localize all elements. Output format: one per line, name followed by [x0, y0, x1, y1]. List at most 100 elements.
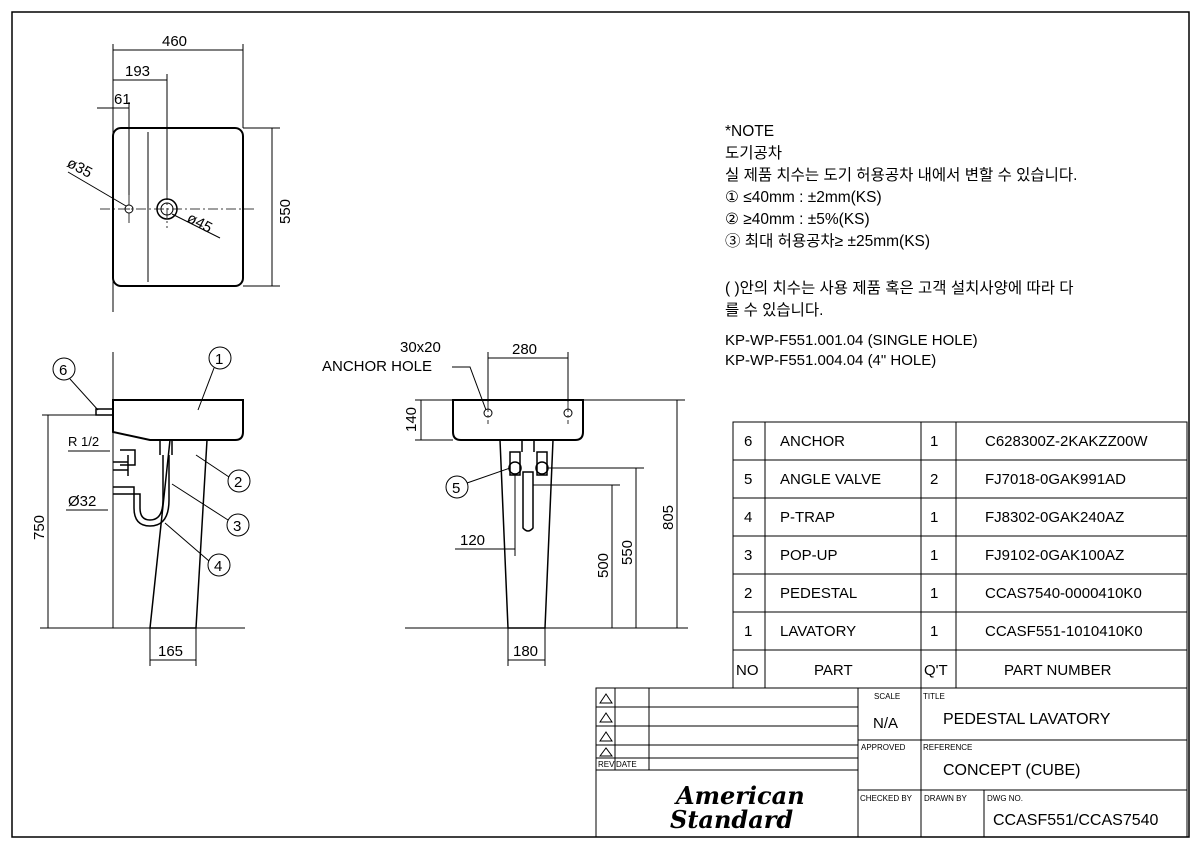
dwg-label: DWG NO. [987, 794, 1023, 803]
table-header-row: NO PART Q'T PART NUMBER [736, 662, 1112, 679]
dim-120-label: 120 [460, 532, 485, 549]
top-view: 460 193 61 ø35 ø45 550 [64, 33, 294, 312]
row-pn: FJ9102-0GAK100AZ [985, 547, 1124, 564]
row-part: P-TRAP [780, 509, 835, 526]
header-qty: Q'T [924, 662, 948, 679]
note-line-2: ① ≤40mm : ±2mm(KS) [725, 189, 882, 206]
balloon-3: 3 [171, 483, 250, 537]
checked-label: CHECKED BY [860, 794, 913, 803]
reference-label: REFERENCE [923, 743, 972, 752]
header-part: PART [814, 662, 853, 679]
row-pn: CCAS7540-0000410K0 [985, 585, 1142, 602]
side-basin-outline [112, 399, 244, 441]
row-no: 4 [744, 509, 752, 526]
rev-label: REV [598, 760, 615, 769]
front-anchor-leader [452, 366, 487, 411]
note-line-1: 실 제품 치수는 도기 허용공차 내에서 변할 수 있습니다. [725, 166, 1077, 184]
drain-hole-outer [156, 198, 178, 220]
row-qty: 1 [930, 585, 938, 602]
header-no: NO [736, 662, 759, 679]
title-value: PEDESTAL LAVATORY [943, 711, 1111, 728]
balloon-3-label: 3 [233, 518, 241, 535]
row-part: PEDESTAL [780, 585, 857, 602]
side-view: 750 R 1/2 Ø32 165 6 1 2 3 [31, 346, 251, 666]
front-angle-valves [509, 451, 548, 476]
row-no: 2 [744, 585, 752, 602]
dim-r12-label: R 1/2 [68, 434, 99, 449]
note-subheading: 도기공차 [725, 144, 782, 162]
dim-d35-label: ø35 [64, 155, 95, 182]
balloon-1: 1 [197, 346, 232, 411]
logo-line-1: American [674, 781, 805, 810]
row-part: LAVATORY [780, 623, 856, 640]
row-part: ANCHOR [780, 433, 845, 450]
balloon-4: 4 [164, 522, 231, 577]
balloon-5-label: 5 [452, 480, 460, 497]
front-basin-outline [452, 399, 584, 441]
row-part: ANGLE VALVE [780, 471, 881, 488]
front-ptrap [521, 440, 535, 532]
dwg-value: CCASF551/CCAS7540 [993, 812, 1159, 829]
table-row: 4 P-TRAP 1 FJ8302-0GAK240AZ [744, 509, 1124, 526]
side-popup-pipe [159, 440, 173, 500]
rev-triangle-icon [599, 747, 613, 757]
dim-805-label: 805 [660, 505, 677, 530]
dim-280-label: 280 [512, 341, 537, 358]
table-row: 5 ANGLE VALVE 2 FJ7018-0GAK991AD [744, 471, 1126, 488]
anchor-hole-circle [124, 204, 134, 214]
note-paren-line-2: 를 수 있습니다. [725, 301, 823, 319]
dim-d32-label: Ø32 [68, 493, 96, 510]
rev-triangle-icon [599, 731, 613, 742]
dim-750-label: 750 [31, 515, 48, 540]
balloon-6-label: 6 [59, 362, 67, 379]
table-row: 2 PEDESTAL 1 CCAS7540-0000410K0 [744, 585, 1142, 602]
side-anchor-bolt [95, 408, 114, 416]
row-qty: 1 [930, 433, 938, 450]
front-anchor-label: ANCHOR HOLE [322, 358, 432, 375]
row-qty: 1 [930, 623, 938, 640]
note-code-1: KP-WP-F551.001.04 (SINGLE HOLE) [725, 332, 978, 349]
note-line-4: ③ 최대 허용공차≥ ±25mm(KS) [725, 232, 930, 250]
row-no: 3 [744, 547, 752, 564]
rev-triangle-icon [599, 712, 613, 723]
rev-triangle-icon [599, 693, 613, 704]
row-pn: CCASF551-1010410K0 [985, 623, 1143, 640]
balloon-1-label: 1 [215, 351, 223, 368]
scale-value: N/A [873, 715, 898, 732]
title-label: TITLE [923, 692, 945, 701]
dim-550-label: 550 [277, 199, 294, 224]
drawn-label: DRAWN BY [924, 794, 967, 803]
header-part-number: PART NUMBER [1004, 662, 1112, 679]
american-standard-logo: American Standard [670, 781, 805, 834]
table-row: 3 POP-UP 1 FJ9102-0GAK100AZ [744, 547, 1124, 564]
note-line-3: ② ≥40mm : ±5%(KS) [725, 211, 870, 228]
date-label: DATE [616, 760, 637, 769]
balloon-4-label: 4 [214, 558, 222, 575]
row-no: 5 [744, 471, 752, 488]
side-angle-valve [113, 449, 136, 476]
dim-460-label: 460 [162, 33, 187, 50]
dim-165-label: 165 [158, 643, 183, 660]
approved-label: APPROVED [861, 743, 906, 752]
dim-d45-leader [171, 213, 221, 239]
row-no: 6 [744, 433, 752, 450]
note-paren-line-1: ( )안의 치수는 사용 제품 혹은 고객 설치사양에 따라 다 [725, 279, 1074, 297]
table-row: 6 ANCHOR 1 C628300Z-2KAKZZ00W [744, 433, 1148, 450]
row-pn: FJ8302-0GAK240AZ [985, 509, 1124, 526]
balloon-6: 6 [52, 357, 99, 411]
drain-hole-inner [160, 202, 174, 216]
dim-d35-leader [67, 171, 127, 207]
row-qty: 1 [930, 509, 938, 526]
title-block: REV DATE SCALE N/A TITLE PEDESTAL LAVATO… [595, 687, 1188, 838]
dim-550-front-label: 550 [619, 540, 636, 565]
parts-table: 6 ANCHOR 1 C628300Z-2KAKZZ00W 5 ANGLE VA… [732, 421, 1188, 689]
scale-label: SCALE [874, 692, 900, 701]
note-heading: *NOTE [725, 123, 774, 140]
row-pn: FJ7018-0GAK991AD [985, 471, 1126, 488]
balloon-5: 5 [445, 467, 511, 499]
logo-line-2: Standard [670, 805, 793, 834]
side-ptrap-pipe [133, 499, 170, 527]
balloon-2-label: 2 [234, 474, 242, 491]
side-drain-pipe [113, 486, 141, 508]
